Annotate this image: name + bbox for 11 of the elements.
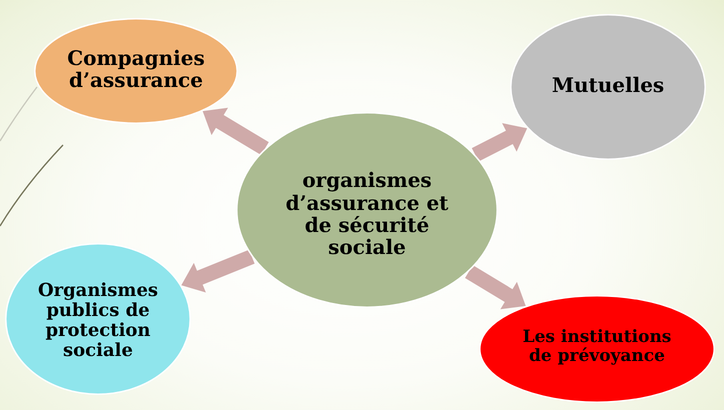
organization-ellipse [479, 295, 715, 403]
organization-ellipse [34, 18, 238, 124]
node-label: Mutuelles [552, 74, 664, 96]
organization-ellipse [5, 243, 191, 395]
organization-ellipse [510, 14, 706, 160]
node-label: Organismes publics de protection sociale [36, 280, 160, 362]
node-label: organismes d’assurance et de sécurité sociale [284, 169, 450, 259]
block-arrow [178, 250, 255, 293]
node-label: Compagnies d’assurance [66, 46, 206, 92]
organization-ellipse [236, 112, 498, 308]
node-label: Les institutions de prévoyance [522, 328, 672, 366]
